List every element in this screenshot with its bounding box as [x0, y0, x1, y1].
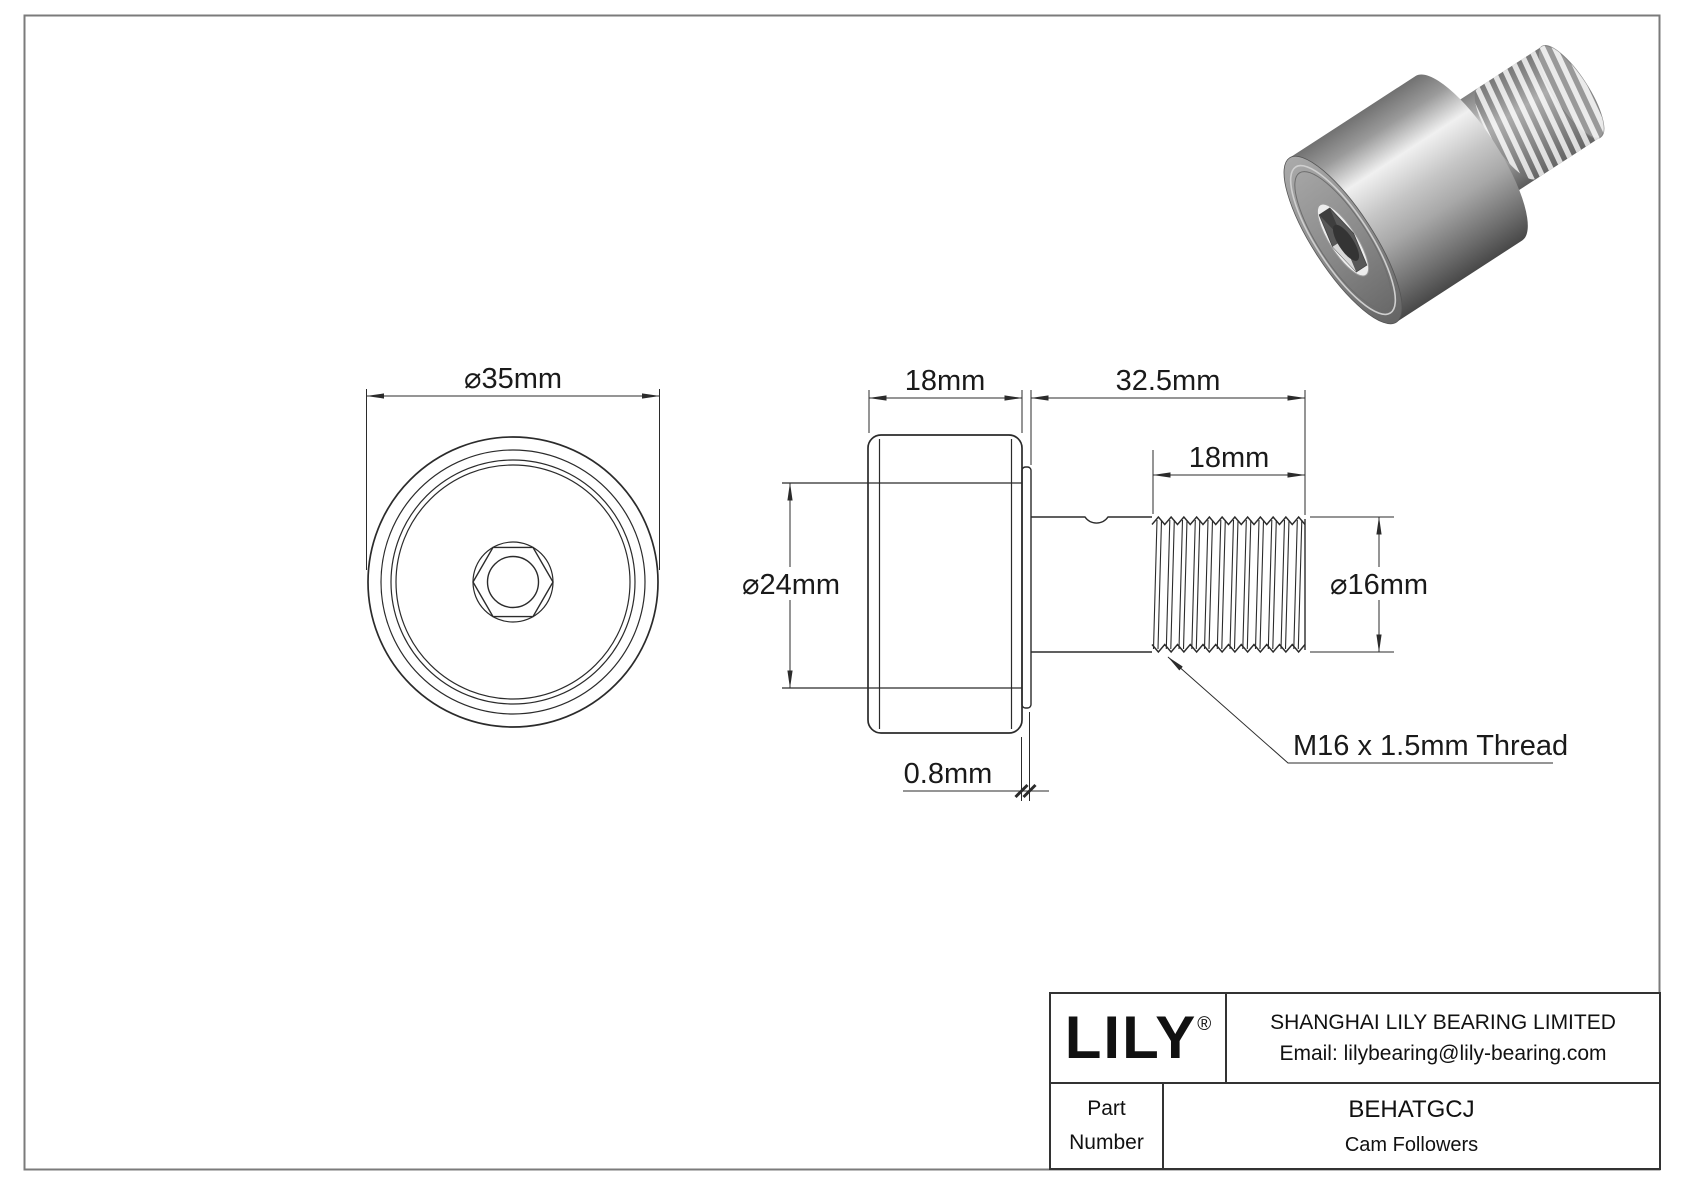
thread-lines [1152, 519, 1303, 650]
thread-note-label: M16 x 1.5mm Thread [1293, 730, 1568, 762]
logo-text: LILY [1064, 1004, 1198, 1071]
dim-label-roller-width: 18mm [905, 365, 986, 397]
part-label-cell: Part Number [1051, 1084, 1164, 1168]
flange-profile [1021, 466, 1032, 709]
thread-profile [1151, 515, 1306, 654]
oblique-tick [1014, 783, 1029, 799]
render-3d [1283, 45, 1605, 325]
part-label-line2: Number [1069, 1131, 1144, 1154]
dim-label-dia35: ⌀35mm [464, 363, 562, 395]
dim-label-thread-length: 18mm [1189, 442, 1270, 474]
side-view: 18mm 32.5mm 18mm ⌀24mm ⌀16mm 0.8mm M16 x… [737, 365, 1568, 801]
end-plate-circle [390, 459, 636, 705]
thread-3d [1474, 45, 1604, 180]
oblique-tick [1022, 783, 1037, 799]
front-view: ⌀35mm [366, 363, 660, 728]
dim-label-inner-dia: ⌀24mm [742, 569, 840, 601]
hex-socket [472, 546, 554, 618]
face-ring-3d [1289, 164, 1397, 316]
dim-label-flange-offset: 0.8mm [904, 758, 993, 790]
bore-circle [486, 555, 540, 609]
dim-label-stud-length: 32.5mm [1116, 365, 1221, 397]
thread-lines [1151, 643, 1306, 654]
dim-label-stud-dia: ⌀16mm [1330, 569, 1428, 601]
registered-trademark-mark: ® [1197, 1014, 1212, 1035]
socket-circle [472, 541, 554, 623]
company-cell: SHANGHAI LILY BEARING LIMITED Email: lil… [1227, 994, 1659, 1082]
lily-logo: LILY® [1065, 1008, 1211, 1068]
title-block: LILY® SHANGHAI LILY BEARING LIMITED Emai… [1049, 992, 1661, 1170]
part-number-cell: BEHATGCJ Cam Followers [1164, 1084, 1659, 1168]
face-ring-3d [1294, 171, 1392, 309]
part-label-line1: Part [1087, 1097, 1126, 1120]
roller-outer-circle [367, 436, 659, 728]
seal-circle [395, 464, 631, 700]
title-block-row-company: LILY® SHANGHAI LILY BEARING LIMITED Emai… [1051, 994, 1659, 1084]
company-name: SHANGHAI LILY BEARING LIMITED [1270, 1010, 1616, 1034]
hex-facet-light [1332, 240, 1357, 272]
thread-lines [1151, 515, 1306, 526]
company-email: Email: lilybearing@lily-bearing.com [1279, 1041, 1607, 1065]
leader-line [1167, 656, 1553, 764]
title-block-row-part: Part Number BEHATGCJ Cam Followers [1051, 1084, 1659, 1168]
logo-cell: LILY® [1051, 994, 1227, 1082]
part-number: BEHATGCJ [1348, 1095, 1475, 1123]
frame-border [23, 14, 1661, 1171]
bore-3d [1332, 224, 1360, 261]
label-mask [737, 567, 845, 600]
label-mask [1325, 567, 1433, 600]
product-category: Cam Followers [1344, 1133, 1479, 1156]
stud-top-line [1031, 516, 1152, 524]
roller-rim-circle [380, 449, 646, 715]
